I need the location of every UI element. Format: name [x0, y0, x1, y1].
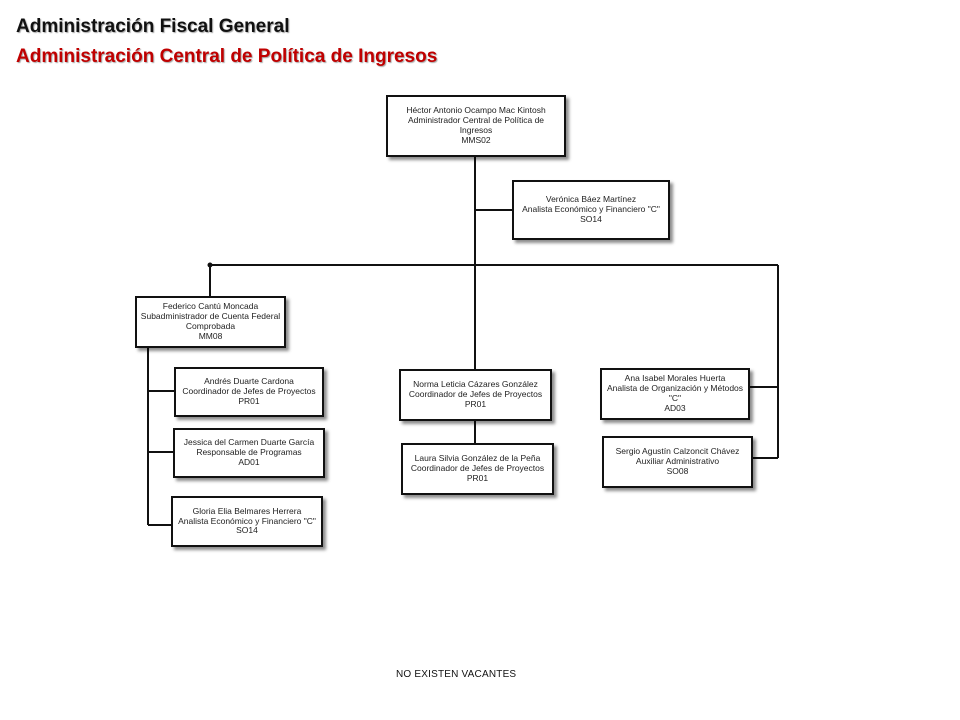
box-sub-report-3: Gloria Elia Belmares Herrera Analista Ec… — [171, 496, 323, 547]
center-report-code: PR01 — [466, 472, 489, 483]
sub-report-2-name: Jessica del Carmen Duarte García — [183, 437, 315, 448]
sub-report-1-role: Coordinador de Jefes de Proyectos — [182, 386, 316, 397]
box-sub-report-2: Jessica del Carmen Duarte García Respons… — [173, 428, 325, 478]
sub-role: Subadministrador de Cuenta Federal Compr… — [140, 311, 281, 331]
box-sub: Federico Cantú Moncada Subadministrador … — [135, 296, 286, 348]
right-2-role: Auxiliar Administrativo — [635, 456, 720, 467]
right-2-code: SO08 — [666, 465, 689, 476]
sub-report-3-code: SO14 — [236, 525, 258, 536]
right-2-name: Sergio Agustín Calzoncit Chávez — [615, 446, 740, 457]
sub-code: MM08 — [198, 330, 223, 341]
box-center: Norma Leticia Cázares González Coordinad… — [399, 369, 552, 421]
sub-name: Federico Cantú Moncada — [162, 301, 259, 312]
staff-code: SO14 — [580, 213, 602, 224]
center-report-role: Coordinador de Jefes de Proyectos — [410, 463, 545, 474]
page-title: Administración Fiscal General — [16, 16, 290, 37]
box-right-2: Sergio Agustín Calzoncit Chávez Auxiliar… — [602, 436, 753, 488]
center-name: Norma Leticia Cázares González — [413, 379, 538, 390]
sub-report-3-role: Analista Económico y Financiero "C" — [178, 515, 316, 526]
page-subtitle: Administración Central de Política de In… — [16, 46, 438, 67]
right-1-code: AD03 — [664, 402, 686, 413]
sub-report-3-name: Gloria Elia Belmares Herrera — [192, 505, 302, 516]
connector-junction-dot — [207, 262, 213, 268]
center-code: PR01 — [464, 398, 487, 409]
head-code: MMS02 — [461, 134, 491, 145]
sub-report-1-name: Andrés Duarte Cardona — [204, 376, 294, 387]
center-role: Coordinador de Jefes de Proyectos — [408, 389, 543, 400]
box-right-1: Ana Isabel Morales Huerta Analista de Or… — [600, 368, 750, 420]
right-1-name: Ana Isabel Morales Huerta — [624, 373, 726, 384]
center-report-name: Laura Silvia González de la Peña — [414, 453, 541, 464]
box-head: Héctor Antonio Ocampo Mac Kintosh Admini… — [386, 95, 566, 157]
right-1-role: Analista de Organización y Métodos "C" — [606, 383, 744, 403]
box-center-report: Laura Silvia González de la Peña Coordin… — [401, 443, 554, 495]
box-staff: Verónica Báez Martínez Analista Económic… — [512, 180, 670, 240]
head-name: Héctor Antonio Ocampo Mac Kintosh — [406, 105, 546, 116]
sub-report-2-code: AD01 — [238, 456, 260, 467]
head-role: Administrador Central de Política de Ing… — [407, 115, 545, 135]
staff-role: Analista Económico y Financiero "C" — [522, 204, 660, 215]
sub-report-1-code: PR01 — [238, 395, 260, 406]
sub-report-2-role: Responsable de Programas — [196, 447, 302, 458]
vacancies-note: NO EXISTEN VACANTES — [396, 669, 517, 680]
box-sub-report-1: Andrés Duarte Cardona Coordinador de Jef… — [174, 367, 324, 417]
staff-name: Verónica Báez Martínez — [545, 194, 637, 205]
